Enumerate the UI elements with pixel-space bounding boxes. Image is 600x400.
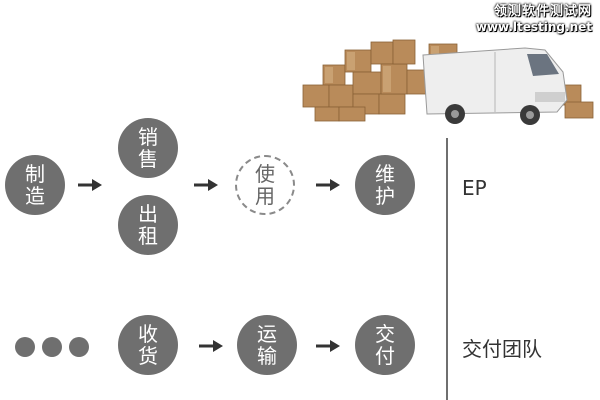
site-watermark: 领测软件测试网 www.ltesting.net [476,4,592,34]
node-receive: 收 货 [118,315,178,375]
node-sales-char-1: 销 [138,125,158,149]
node-deliver-char-2: 付 [375,344,395,368]
node-use-char-2: 用 [255,184,275,208]
node-rental-char-1: 出 [138,202,158,226]
node-transport-char-1: 运 [257,322,277,346]
node-manufacture-char-1: 制 [25,162,45,186]
node-use-char-1: 使 [255,162,275,186]
node-rental: 出 租 [118,195,178,255]
ellipsis-dot [42,337,62,357]
node-rental-char-2: 租 [138,224,158,248]
node-sales: 销 售 [118,118,178,178]
truck-with-boxes-illustration [302,39,594,125]
node-receive-char-2: 货 [138,344,158,368]
lane-label-delivery-team: 交付团队 [462,337,542,361]
node-deliver: 交 付 [355,315,415,375]
node-deliver-char-1: 交 [375,322,395,346]
arrow-right-icon [199,340,223,352]
arrow-right-icon [78,179,102,191]
arrow-right-icon [194,179,218,191]
watermark-url: www.ltesting.net [475,20,592,34]
watermark-title: 领测软件测试网 [493,4,592,19]
delivery-van [422,47,568,125]
node-receive-char-1: 收 [138,322,158,346]
arrow-right-icon [316,340,340,352]
ellipsis-dot [15,337,35,357]
node-maintain: 维 护 [355,155,415,215]
node-manufacture: 制 造 [5,155,65,215]
node-use: 使 用 [235,155,295,215]
node-maintain-char-2: 护 [375,184,395,208]
lane-divider [446,138,448,400]
arrow-right-icon [316,179,340,191]
node-maintain-char-1: 维 [375,162,395,186]
node-sales-char-2: 售 [138,147,158,171]
lane-label-ep: EP [462,176,487,200]
ellipsis-dot [69,337,89,357]
node-transport: 运 输 [237,315,297,375]
node-manufacture-char-2: 造 [25,184,45,208]
node-transport-char-2: 输 [257,344,277,368]
